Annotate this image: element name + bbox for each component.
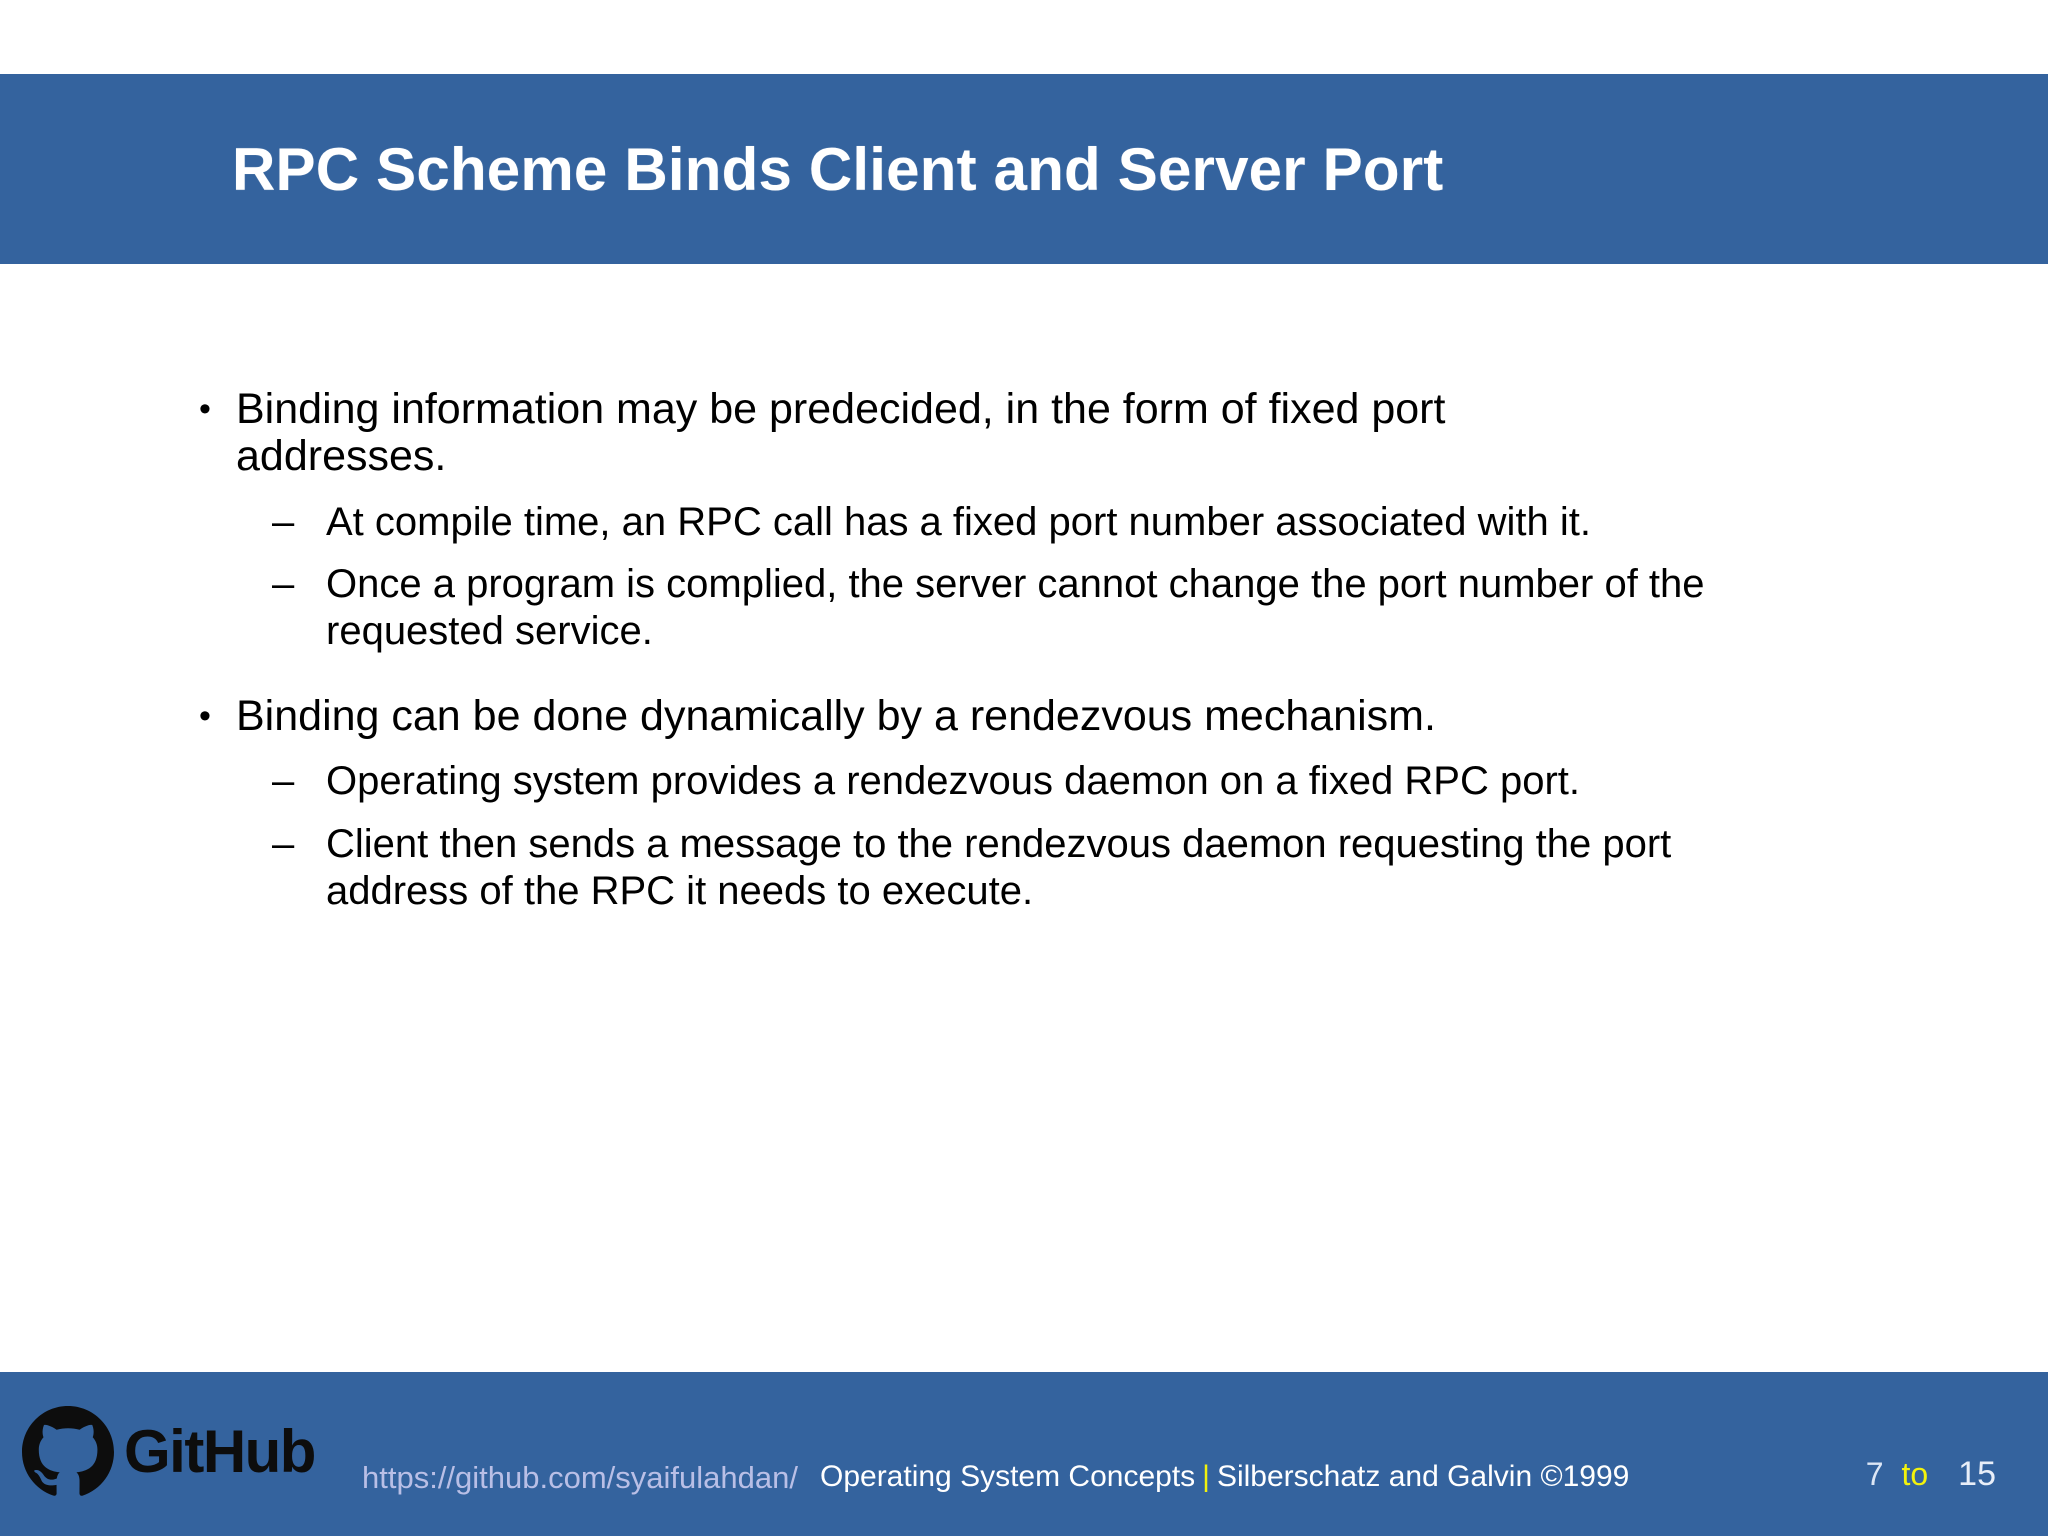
footer-citation-suffix: Silberschatz and Galvin ©1999 [1216, 1460, 1630, 1493]
list-item-text: Operating system provides a rendezvous d… [326, 759, 1580, 804]
footer-attribution: https://github.com/syaifulahdan/ Operati… [362, 1455, 1629, 1499]
list-item-text: Binding information may be predecided, i… [236, 385, 1446, 481]
slide-body: • Binding information may be predecided,… [0, 264, 2048, 1372]
dash-bullet-icon: – [272, 499, 295, 544]
dash-bullet-icon: – [272, 562, 295, 607]
github-octocat-icon [22, 1406, 114, 1498]
bullet-dot-icon: • [199, 390, 211, 428]
list-item: – Client then sends a message to the ren… [196, 821, 1746, 915]
page-connector: to [1901, 1456, 1929, 1492]
page-total: 15 [1958, 1455, 1996, 1493]
github-logo: GitHub [22, 1406, 316, 1498]
footer-separator: | [1202, 1460, 1210, 1493]
github-wordmark: GitHub [124, 1418, 316, 1485]
list-item: – Once a program is complied, the server… [196, 561, 1746, 655]
list-item: • Binding information may be predecided,… [196, 385, 1626, 481]
dash-bullet-icon: – [272, 822, 295, 867]
list-item-text: Binding can be done dynamically by a ren… [236, 691, 1436, 740]
footer-band [0, 1372, 2048, 1536]
page-title: RPC Scheme Binds Client and Server Port [232, 135, 1444, 203]
list-item: – At compile time, an RPC call has a fix… [196, 499, 1746, 546]
bullet-dot-icon: • [199, 696, 211, 735]
spacer [196, 485, 1896, 499]
list-item-text: Client then sends a message to the rende… [326, 822, 1672, 913]
page-current: 7 [1865, 1456, 1884, 1492]
list-item: – Operating system provides a rendezvous… [196, 758, 1746, 805]
list-item: • Binding can be done dynamically by a r… [196, 691, 1626, 740]
list-item-text: At compile time, an RPC call has a fixed… [326, 499, 1591, 544]
dash-bullet-icon: – [272, 759, 295, 804]
spacer [196, 657, 1896, 693]
spacer [196, 807, 1896, 821]
title-band: RPC Scheme Binds Client and Server Port [0, 74, 2048, 264]
page-indicator: 7 to 15 [1866, 1457, 1996, 1491]
spacer [196, 744, 1896, 758]
bullet-list: • Binding information may be predecided,… [196, 385, 1896, 917]
footer-url-link[interactable]: https://github.com/syaifulahdan/ [362, 1459, 798, 1495]
spacer [196, 547, 1896, 561]
list-item-text: Once a program is complied, the server c… [326, 562, 1705, 654]
footer-citation-prefix: Operating System Concepts [819, 1460, 1196, 1493]
